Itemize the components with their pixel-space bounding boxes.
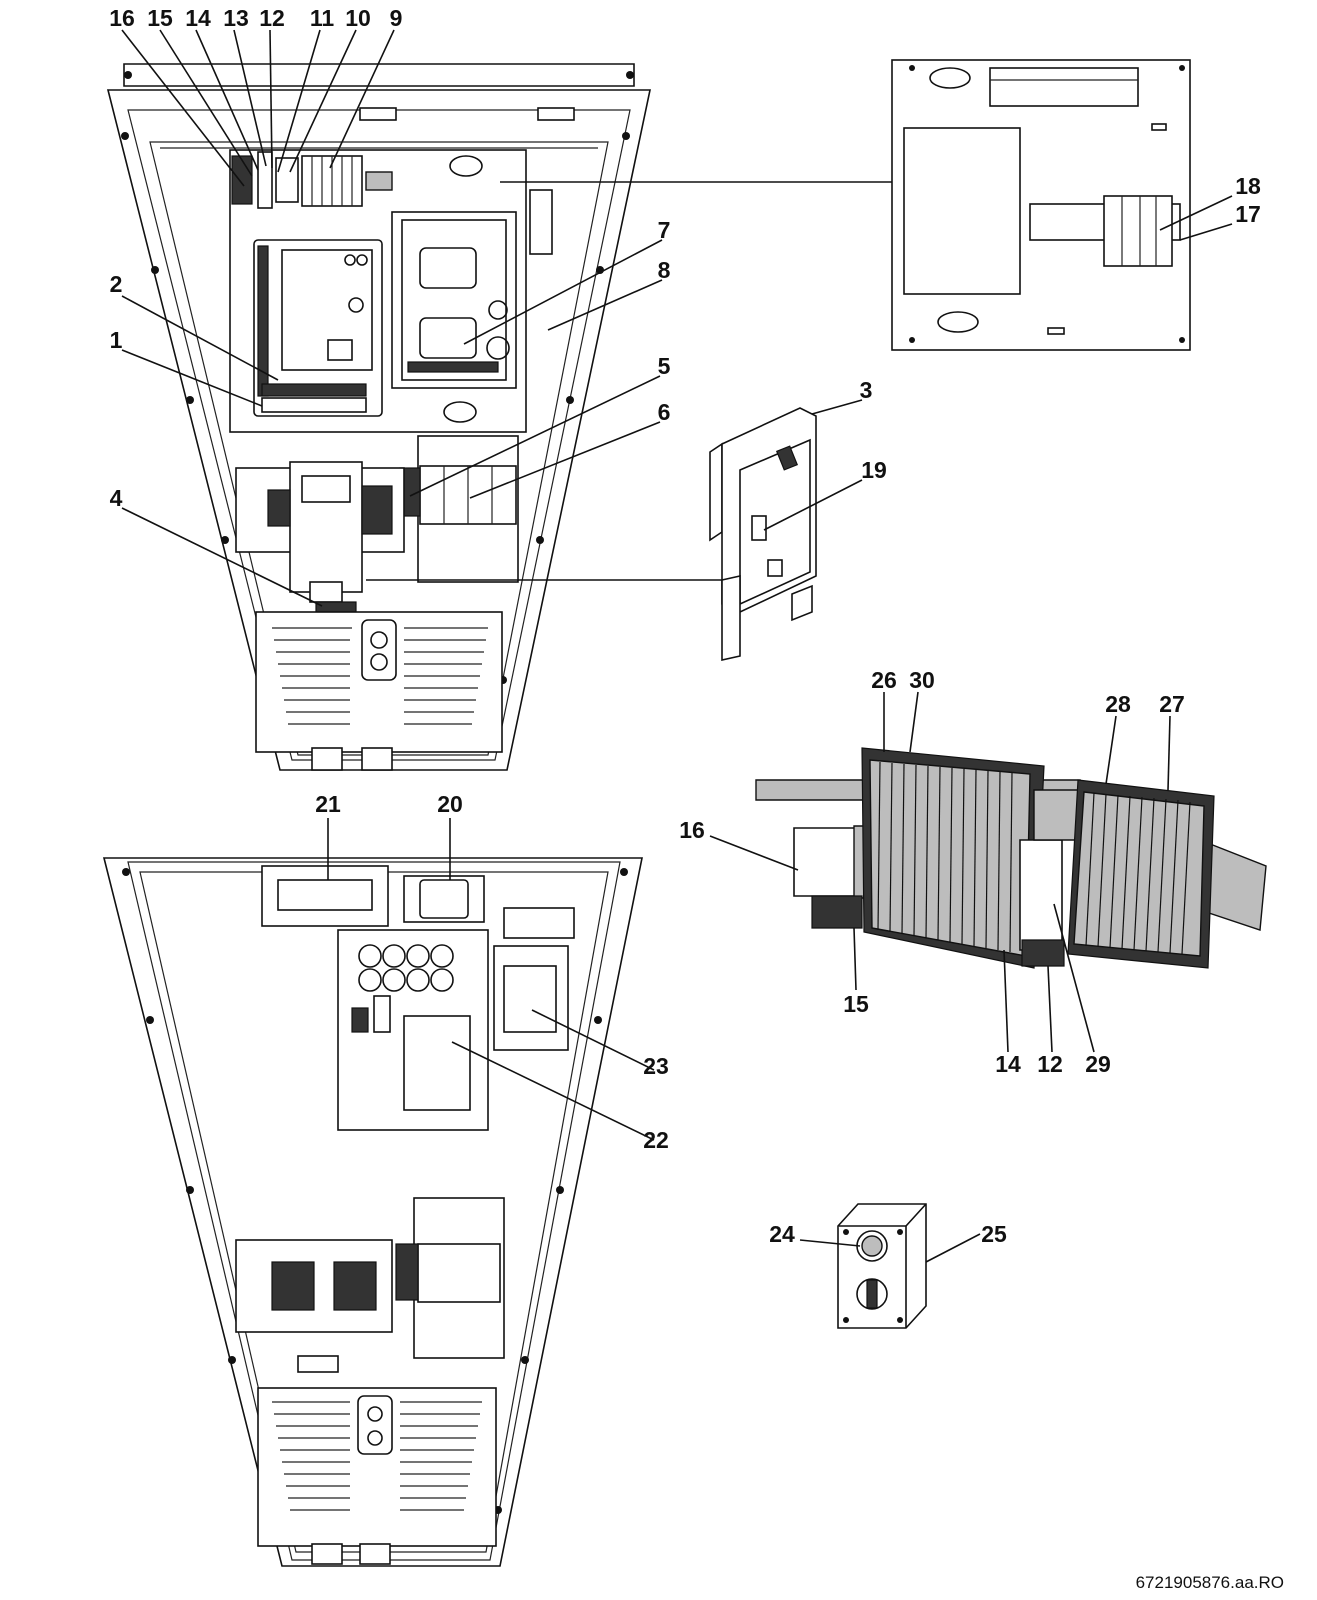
callout-labels: 16 15 14 13 12 11 10 9 7 8 2 1 5 6 4 3 1… — [109, 5, 1261, 1247]
callout-26: 26 — [871, 667, 897, 693]
callout-16-terminal: 16 — [679, 817, 705, 843]
callout-18: 18 — [1235, 173, 1261, 199]
callout-5: 5 — [658, 353, 671, 379]
terminal-strip-assembly — [755, 747, 1267, 969]
callout-4: 4 — [110, 485, 123, 511]
callout-15-terminal: 15 — [843, 991, 869, 1017]
callout-11: 11 — [310, 5, 335, 31]
callout-19: 19 — [861, 457, 887, 483]
callout-28: 28 — [1105, 691, 1131, 717]
callout-7: 7 — [658, 217, 671, 243]
callout-15: 15 — [147, 5, 173, 31]
callout-14-terminal: 14 — [995, 1051, 1021, 1077]
callout-25: 25 — [981, 1221, 1007, 1247]
callout-16: 16 — [109, 5, 135, 31]
callout-23: 23 — [643, 1053, 669, 1079]
callout-2: 2 — [110, 271, 123, 297]
callout-24: 24 — [769, 1221, 795, 1247]
callout-6: 6 — [658, 399, 671, 425]
callout-30: 30 — [909, 667, 935, 693]
callout-27: 27 — [1159, 691, 1185, 717]
callout-9: 9 — [390, 5, 403, 31]
callout-1: 1 — [110, 327, 123, 353]
callout-14: 14 — [185, 5, 211, 31]
callout-22: 22 — [643, 1127, 669, 1153]
control-board-detail — [709, 407, 817, 661]
callout-21: 21 — [315, 791, 341, 817]
callout-20: 20 — [437, 791, 463, 817]
callout-17: 17 — [1235, 201, 1261, 227]
callout-8: 8 — [658, 257, 671, 283]
switch-box — [837, 1203, 927, 1329]
terminal-block-left — [861, 747, 1045, 969]
callout-10: 10 — [345, 5, 371, 31]
upper-cabinet-assembly — [106, 63, 651, 771]
document-id: 6721905876.aa.RO — [1136, 1573, 1284, 1592]
terminal-block-right — [1067, 779, 1215, 969]
callout-3: 3 — [860, 377, 873, 403]
lower-cabinet-assembly — [102, 857, 643, 1567]
callout-13: 13 — [223, 5, 249, 31]
mounting-plate-detail — [891, 59, 1191, 351]
leader-lines — [121, 29, 1233, 1263]
callout-12: 12 — [259, 5, 285, 31]
callout-29: 29 — [1085, 1051, 1111, 1077]
callout-12-terminal: 12 — [1037, 1051, 1063, 1077]
